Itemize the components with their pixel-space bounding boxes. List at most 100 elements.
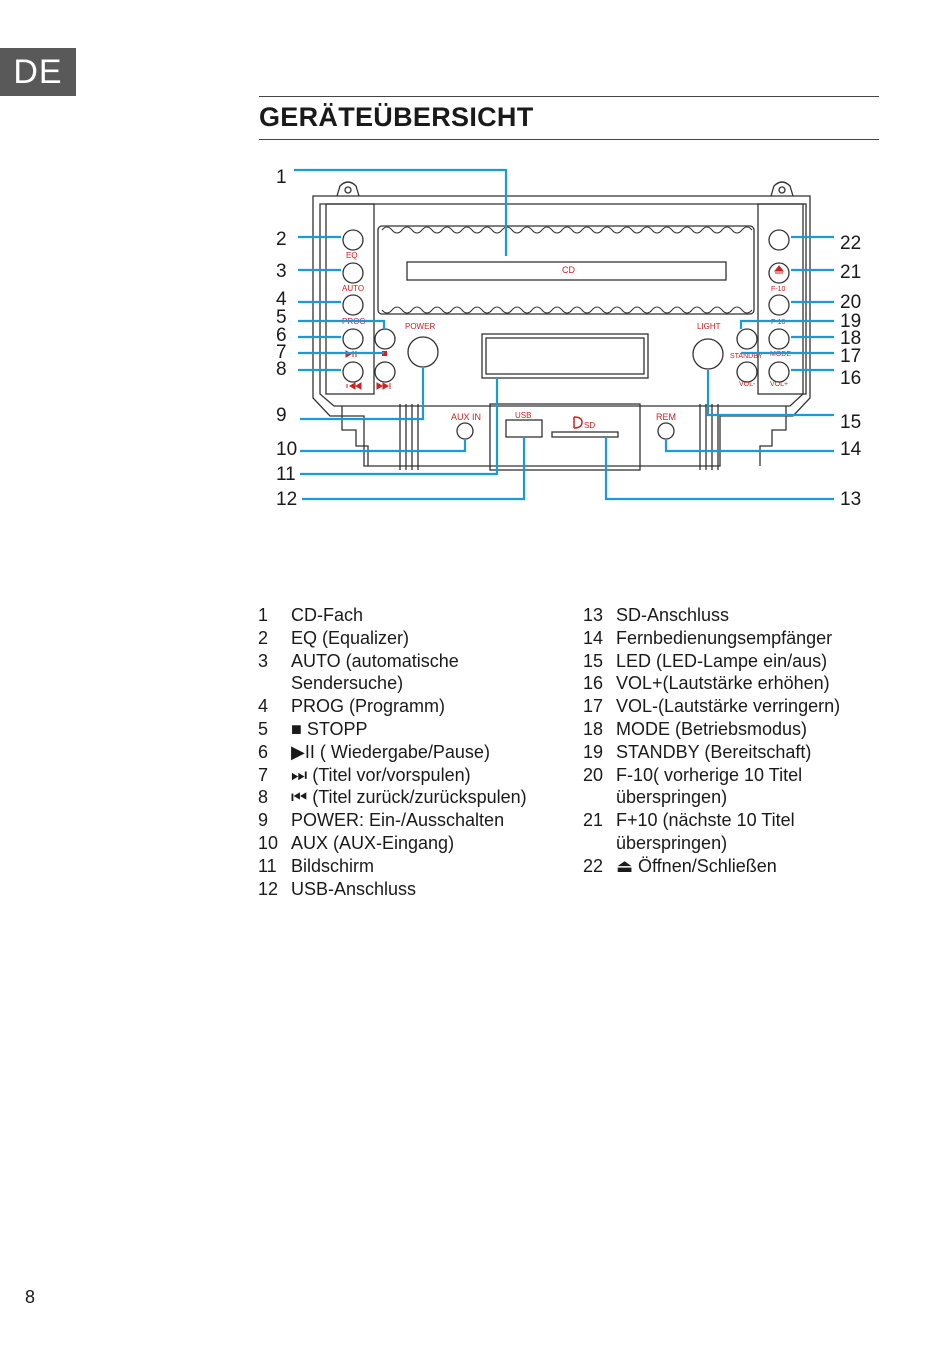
label-sd: SD <box>584 421 595 430</box>
legend-text: ▶II ( Wiedergabe/Pause) <box>291 741 490 762</box>
legend-item: 13 SD-Anschluss <box>583 604 903 627</box>
device-diagram: CD EQ AUTO PROG POWER LIGHT STANDBY MODE… <box>276 167 862 510</box>
callout-15: 15 <box>840 412 861 433</box>
legend-number: 15 <box>583 650 604 671</box>
light-knob <box>692 338 724 370</box>
legend-text: LED (LED-Lampe ein/aus) <box>616 650 828 671</box>
callout-17: 17 <box>840 346 861 367</box>
callout-6: 6 <box>276 325 287 346</box>
legend-number: 10 <box>258 832 279 853</box>
legend-number: 6 <box>258 741 269 762</box>
callout-13: 13 <box>840 489 861 510</box>
label-standby: STANDBY <box>730 353 763 360</box>
power-knob <box>407 336 439 368</box>
legend-number: 8 <box>258 787 269 808</box>
callout-18: 18 <box>840 328 861 349</box>
left-panel <box>325 203 375 395</box>
legend-item: Sendersuche) <box>258 672 578 695</box>
legend-item: 5 ■ STOPP <box>258 718 578 741</box>
rem-sensor <box>657 422 675 440</box>
eq-button <box>342 229 364 251</box>
legend-text: CD-Fach <box>291 605 364 625</box>
legend-text: ■ STOPP <box>291 718 368 739</box>
callout-14: 14 <box>840 439 862 460</box>
legend-item: 18 MODE (Betriebsmodus) <box>583 718 903 741</box>
legend-text: überspringen) <box>616 787 728 808</box>
label-power: POWER <box>405 322 435 331</box>
legend-text: ⏭ (Titel vor/vorspulen) <box>291 764 471 785</box>
callout-10: 10 <box>276 439 297 460</box>
device-body <box>312 195 811 467</box>
callout-9: 9 <box>276 405 287 426</box>
legend-number: 20 <box>583 764 604 785</box>
legend-number: 12 <box>258 878 279 899</box>
legend-number: 22 <box>583 855 604 876</box>
auto-button <box>342 262 364 284</box>
callout-20: 20 <box>840 292 861 313</box>
callout-8: 8 <box>276 359 287 380</box>
callout-16: 16 <box>840 368 861 389</box>
legend-number: 21 <box>583 810 604 831</box>
label-eq: EQ <box>346 251 358 260</box>
legend-text: F-10( vorherige 10 Titel <box>616 764 803 785</box>
stop-button-left <box>342 328 364 350</box>
legend-text: VOL+(Lautstärke erhöhen) <box>616 673 830 694</box>
legend-number: 9 <box>258 810 269 831</box>
legend-text: MODE (Betriebsmodus) <box>616 718 808 739</box>
legend-number: 11 <box>258 855 277 876</box>
callout-11: 11 <box>276 464 296 485</box>
stop-button <box>374 328 396 350</box>
legend-item: 14 Fernbedienungsempfänger <box>583 627 903 650</box>
legend-number: 14 <box>583 627 604 648</box>
aux-in-jack <box>456 422 474 440</box>
next-symbol <box>376 382 391 390</box>
legend-text: Fernbedienungsempfänger <box>616 627 833 648</box>
legend-text: STANDBY (Bereitschaft) <box>616 741 812 762</box>
legend-number: 7 <box>258 764 269 785</box>
label-usb: USB <box>515 411 531 420</box>
label-mode: MODE <box>770 351 791 358</box>
legend-item: 20 F-10( vorherige 10 Titel <box>583 764 903 787</box>
legend-item: überspringen) <box>583 786 903 809</box>
legend-text: F+10 (nächste 10 Titel <box>616 810 795 831</box>
stop-symbol <box>382 351 387 356</box>
legend-text: AUTO (automatische <box>291 650 459 671</box>
legend-item: 7 ⏭ (Titel vor/vorspulen) <box>258 764 578 787</box>
callout-lines <box>294 168 834 501</box>
eject-symbol <box>773 265 785 274</box>
legend-text: SD-Anschluss <box>616 605 730 625</box>
legend-text: POWER: Ein-/Ausschalten <box>291 810 505 831</box>
display-window <box>481 333 649 379</box>
label-cd: CD <box>562 265 575 275</box>
next-button <box>374 361 396 383</box>
legend-number: 18 <box>583 718 604 739</box>
standby-button <box>736 328 758 350</box>
legend-item: 21 F+10 (nächste 10 Titel <box>583 809 903 832</box>
legend-item: 22 ⏏ Öffnen/Schließen <box>583 855 903 878</box>
label-vol-plus: VOL+ <box>770 381 788 388</box>
legend-text: VOL-(Lautstärke verringern) <box>616 696 841 717</box>
label-f-plus: F-10 <box>771 319 786 326</box>
f-minus-button <box>768 294 790 316</box>
callout-5: 5 <box>276 307 287 328</box>
title-rule-bottom <box>259 139 879 140</box>
sd-symbol <box>573 416 583 429</box>
vol-minus-button <box>736 361 758 383</box>
title-rule-top <box>259 96 879 97</box>
legend-text: USB-Anschluss <box>291 878 417 899</box>
legend-text: ⏏ Öffnen/Schließen <box>616 855 777 876</box>
callout-21: 21 <box>840 262 861 283</box>
legend-number: 3 <box>258 650 269 671</box>
legend-right: 13 SD-Anschluss 14 Fernbedienungsempfänger… <box>583 604 903 878</box>
label-light: LIGHT <box>697 322 721 331</box>
eject-button-top <box>768 229 790 251</box>
language-tab: DE <box>0 48 76 96</box>
label-rem: REM <box>656 412 676 422</box>
legend-text: Bildschirm <box>291 855 375 876</box>
legend-item: 15 LED (LED-Lampe ein/aus) <box>583 650 903 673</box>
legend-number: 13 <box>583 605 604 625</box>
legend-text: ⏮ (Titel zurück/zurückspulen) <box>291 787 527 808</box>
